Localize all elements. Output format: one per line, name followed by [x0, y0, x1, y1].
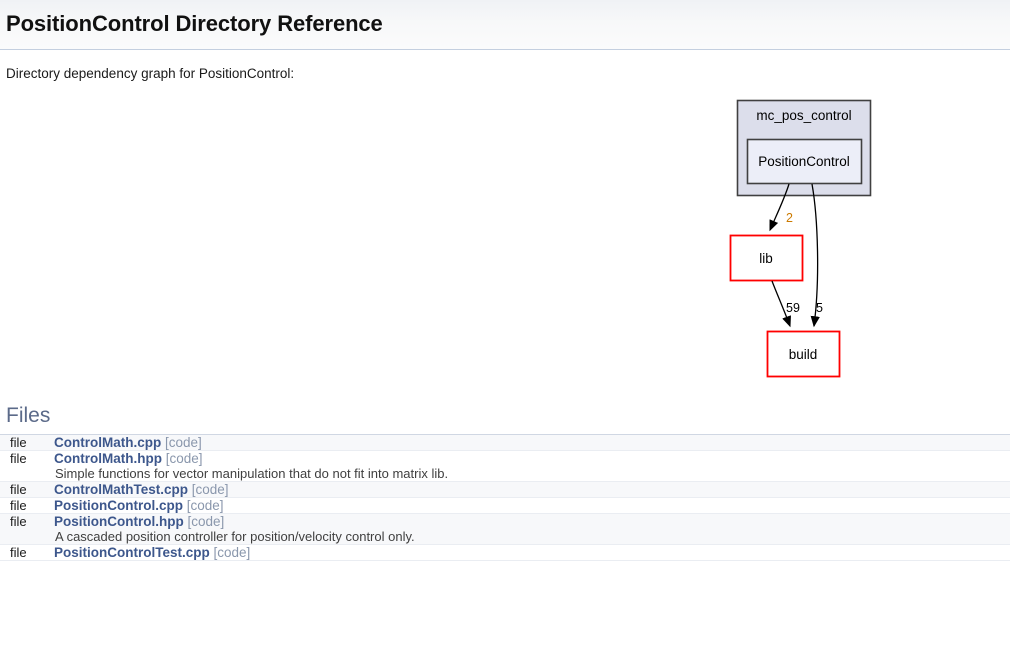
file-description: Simple functions for vector manipulation… [54, 466, 1010, 482]
file-name-cell: ControlMath.hpp [code] [54, 450, 1010, 466]
files-section: Files file ControlMath.cpp [code] file C… [0, 400, 1010, 561]
page-header: PositionControl Directory Reference [0, 0, 1010, 50]
table-row-description: Simple functions for vector manipulation… [0, 466, 1010, 482]
files-table: file ControlMath.cpp [code] file Control… [0, 435, 1010, 561]
code-link[interactable]: [code] [186, 498, 224, 513]
file-link[interactable]: PositionControl.hpp [54, 514, 184, 529]
file-link[interactable]: PositionControl.cpp [54, 498, 183, 513]
graph-edge-label-5: 5 [816, 301, 823, 315]
file-link[interactable]: ControlMathTest.cpp [54, 482, 188, 497]
code-link[interactable]: [code] [187, 514, 225, 529]
graph-edge-label-2: 2 [786, 211, 793, 225]
desc-spacer [0, 466, 54, 482]
files-heading: Files [0, 400, 1010, 435]
code-link[interactable]: [code] [165, 451, 203, 466]
table-row[interactable]: file PositionControl.cpp [code] [0, 497, 1010, 514]
desc-spacer [0, 529, 54, 545]
graph-edge-positioncontrol-lib: 2 [769, 183, 793, 232]
file-link[interactable]: ControlMath.hpp [54, 451, 162, 466]
file-name-cell: PositionControlTest.cpp [code] [54, 544, 1010, 561]
graph-node-build[interactable]: build [766, 330, 841, 378]
file-link[interactable]: PositionControlTest.cpp [54, 545, 210, 560]
file-name-cell: PositionControl.hpp [code] [54, 513, 1010, 529]
table-row[interactable]: file PositionControlTest.cpp [code] [0, 544, 1010, 561]
file-link[interactable]: ControlMath.cpp [54, 435, 162, 450]
table-row-description: A cascaded position controller for posit… [0, 529, 1010, 545]
page-title: PositionControl Directory Reference [6, 10, 383, 36]
graph-edge-positioncontrol-build: 5 [810, 183, 823, 328]
file-kind-label: file [0, 450, 54, 466]
file-kind-label: file [0, 544, 54, 561]
graph-cluster-label: mc_pos_control [756, 108, 851, 123]
file-kind-label: file [0, 435, 54, 451]
file-kind-label: file [0, 513, 54, 529]
code-link[interactable]: [code] [191, 482, 229, 497]
code-link[interactable]: [code] [165, 435, 202, 450]
code-link[interactable]: [code] [213, 545, 251, 560]
table-row[interactable]: file ControlMathTest.cpp [code] [0, 481, 1010, 498]
intro-text: Directory dependency graph for PositionC… [6, 66, 295, 81]
directory-dependency-graph: mc_pos_control PositionControl lib build… [0, 88, 1010, 393]
table-row[interactable]: file ControlMath.hpp [code] [0, 450, 1010, 466]
file-kind-label: file [0, 481, 54, 498]
file-kind-label: file [0, 497, 54, 514]
graph-node-lib[interactable]: lib [729, 234, 804, 282]
file-name-cell: ControlMathTest.cpp [code] [54, 481, 1010, 498]
graph-edge-lib-build: 59 [771, 280, 800, 328]
file-name-cell: PositionControl.cpp [code] [54, 497, 1010, 514]
graph-node-positioncontrol[interactable]: PositionControl [746, 138, 863, 185]
graph-node-lib-label: lib [759, 251, 773, 266]
graph-edge-label-59: 59 [786, 301, 800, 315]
graph-node-build-label: build [789, 347, 818, 362]
file-name-cell: ControlMath.cpp [code] [54, 435, 1010, 451]
table-row[interactable]: file PositionControl.hpp [code] [0, 513, 1010, 529]
graph-node-positioncontrol-label: PositionControl [758, 154, 850, 169]
table-row[interactable]: file ControlMath.cpp [code] [0, 435, 1010, 451]
file-description: A cascaded position controller for posit… [54, 529, 1010, 545]
